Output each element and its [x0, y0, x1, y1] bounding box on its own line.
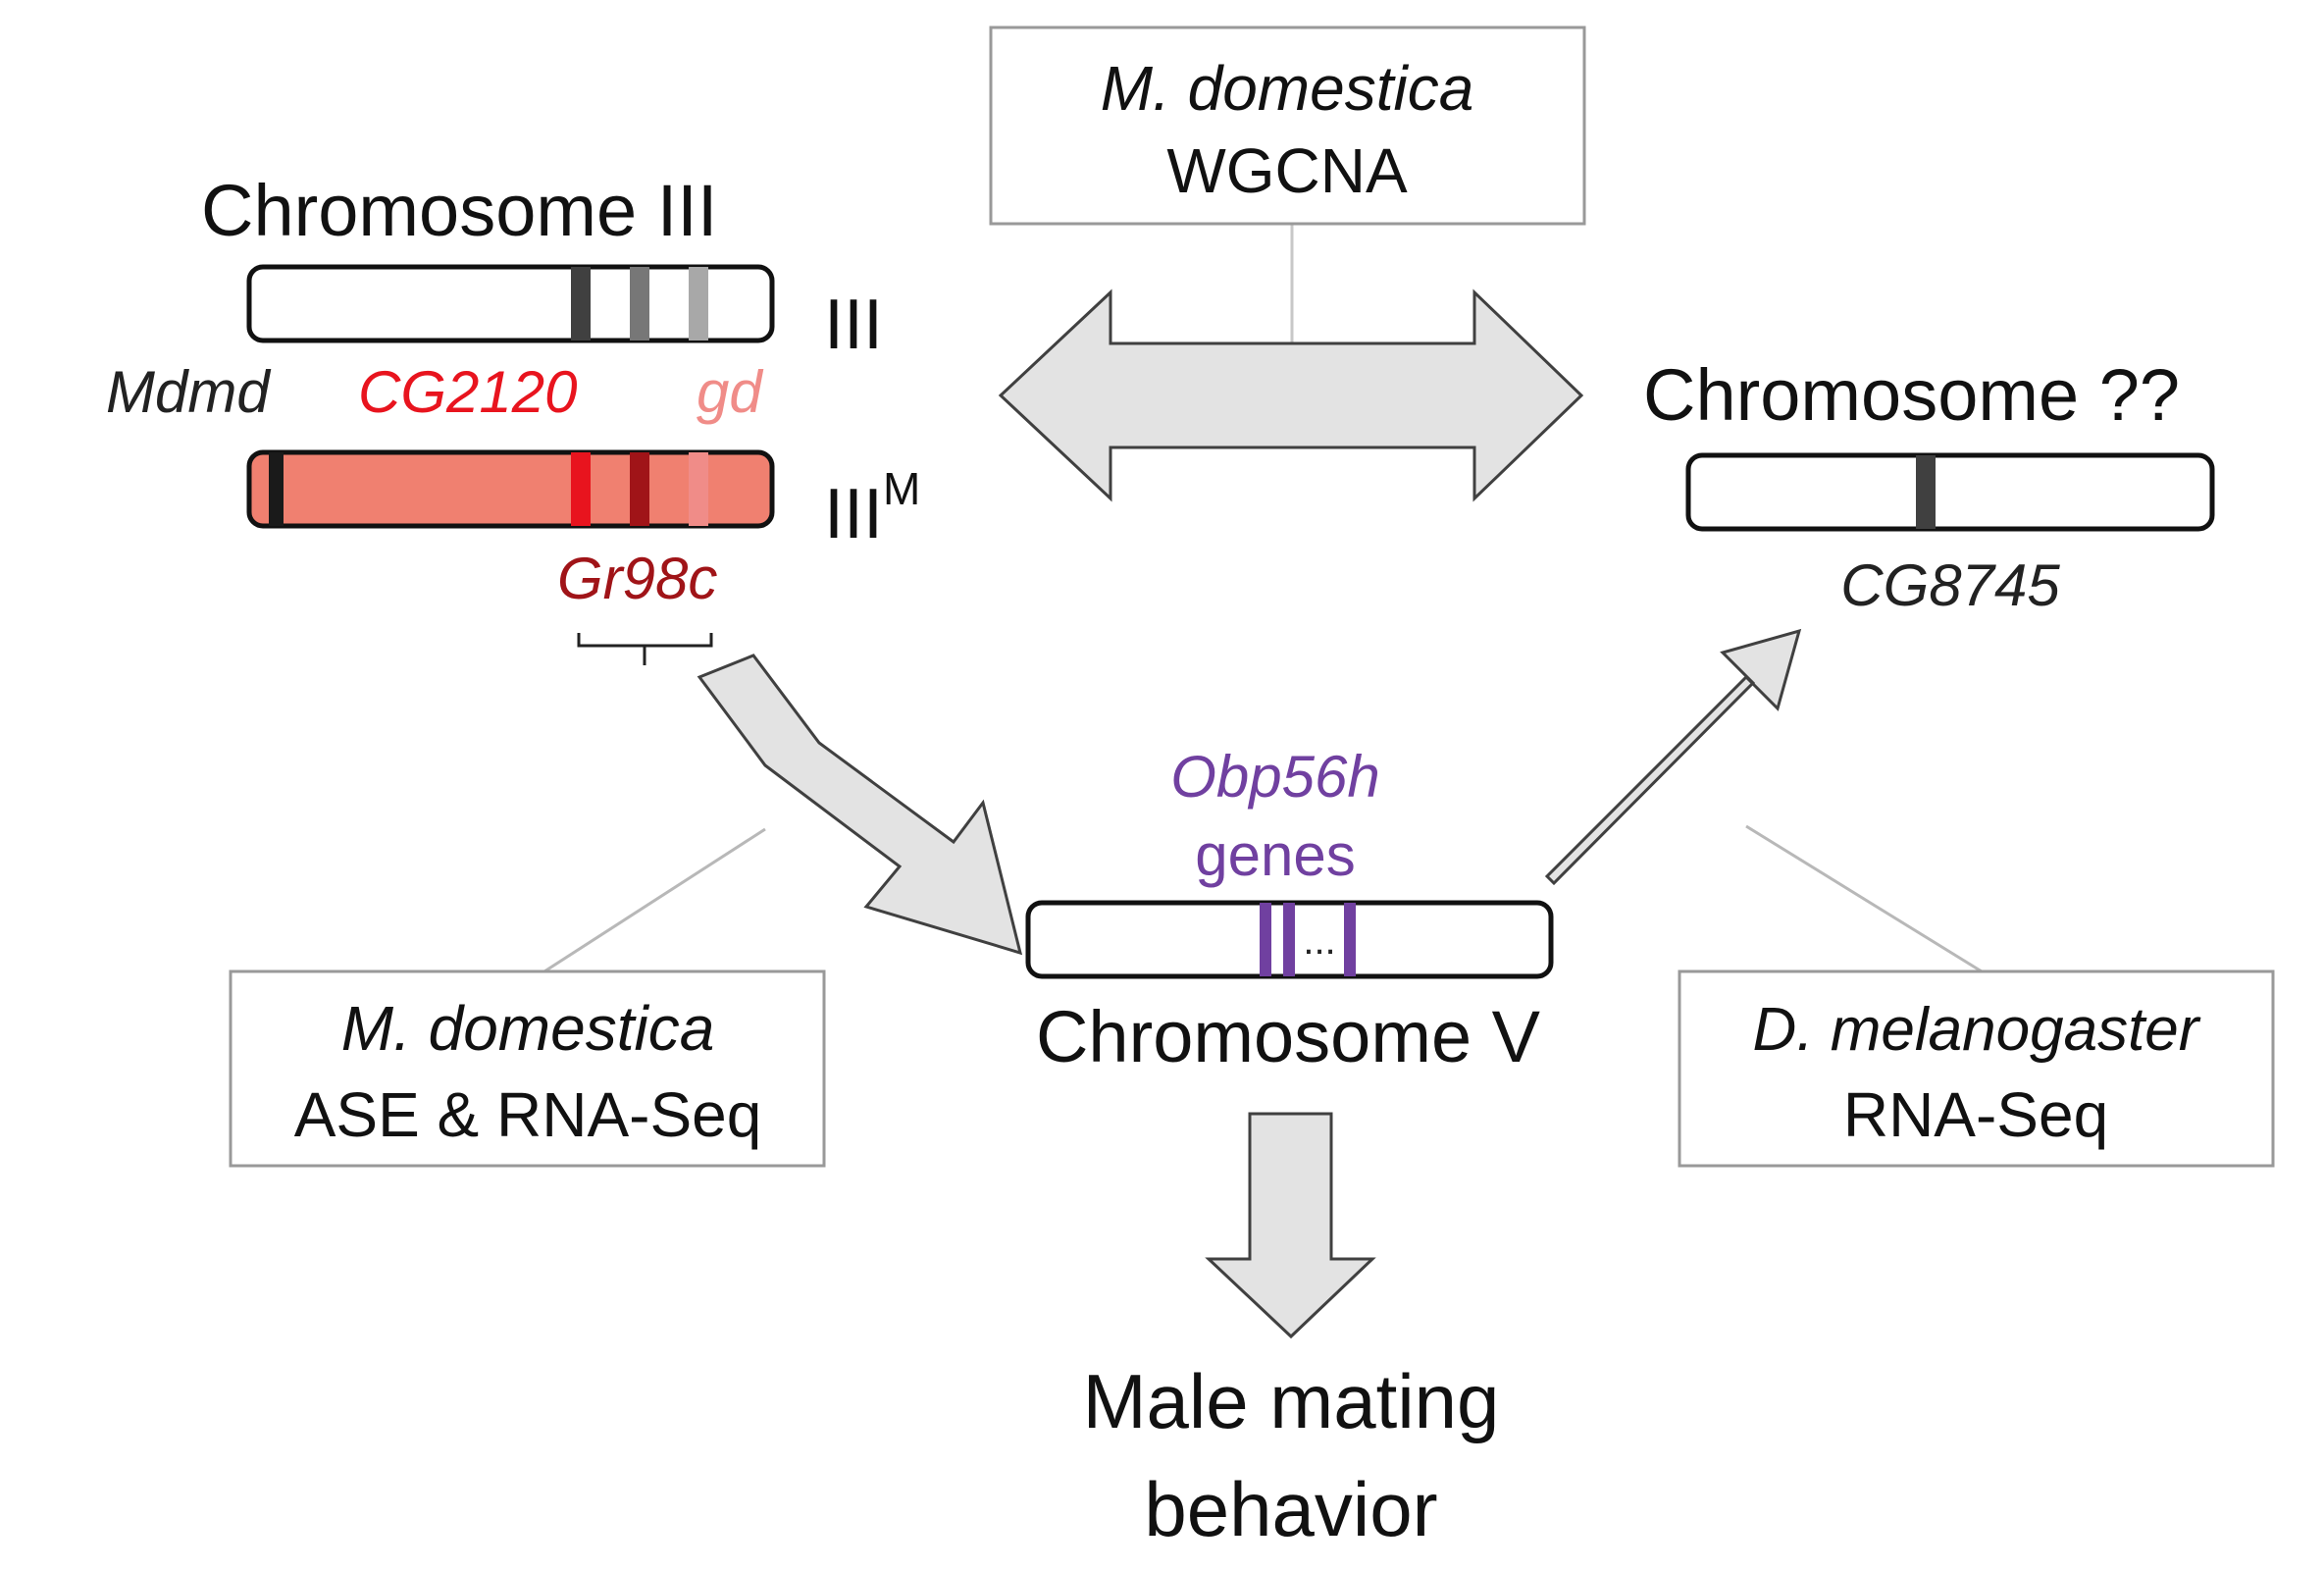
chromosome-iii-title: Chromosome III	[201, 170, 717, 251]
connector-dmel	[1745, 824, 1983, 973]
outcome-line1: Male mating	[1083, 1358, 1500, 1444]
band-gr98c	[630, 452, 649, 526]
chromosome-iii-m-label: IIIM	[824, 463, 920, 553]
band-light	[689, 267, 708, 340]
obp-ellipsis: ...	[1303, 919, 1335, 963]
chromosome-unknown-title: Chromosome ??	[1643, 354, 2180, 436]
band-mdmd	[269, 452, 284, 526]
box-dmel-method: RNA-Seq	[1843, 1079, 2108, 1150]
arrow-chr3-to-chrv	[697, 654, 1023, 956]
gene-label-gd: gd	[697, 359, 763, 425]
gene-label-cg8745: CG8745	[1840, 552, 2060, 618]
gene-label-obp56h: Obp56h	[1170, 744, 1380, 810]
band-mid	[630, 267, 649, 340]
box-wgcna	[989, 26, 1586, 226]
chromosome-v-title: Chromosome V	[1036, 996, 1541, 1077]
bracket	[577, 633, 713, 665]
chromosome-iii-m-label-base: III	[824, 475, 883, 553]
box-wgcna-method: WGCNA	[1166, 135, 1408, 206]
band-cg2120	[571, 452, 591, 526]
arrow-chrv-to-behavior	[1205, 1112, 1376, 1339]
chromosome-unknown	[1685, 452, 2215, 532]
band-obp-2	[1283, 903, 1295, 976]
box-ase-method: ASE & RNA-Seq	[294, 1079, 762, 1150]
connector-ase	[543, 827, 766, 973]
outcome-line2: behavior	[1144, 1466, 1437, 1552]
chromosome-iii-m-label-sup: M	[883, 463, 920, 514]
box-dmel-species: D. melanogaster	[1753, 996, 2201, 1064]
band-cg8745	[1916, 455, 1936, 529]
chromosome-iii-normal-label: III	[824, 286, 883, 364]
gene-label-mdmd: Mdmd	[106, 359, 271, 425]
box-ase	[229, 969, 826, 1168]
arrow-chrv-to-unknown	[1544, 628, 1802, 886]
band-gd	[689, 452, 708, 526]
gene-label-gr98c: Gr98c	[557, 546, 717, 611]
box-dmel	[1678, 969, 2275, 1168]
gene-label-cg2120: CG2120	[358, 359, 577, 425]
double-arrow-wgcna	[998, 288, 1584, 502]
band-obp-3	[1344, 903, 1356, 976]
box-wgcna-species: M. domestica	[1101, 53, 1474, 124]
band-obp-1	[1260, 903, 1271, 976]
gene-label-obp56h-genes: genes	[1195, 822, 1355, 888]
band-dark	[571, 267, 591, 340]
box-ase-species: M. domestica	[341, 993, 715, 1064]
